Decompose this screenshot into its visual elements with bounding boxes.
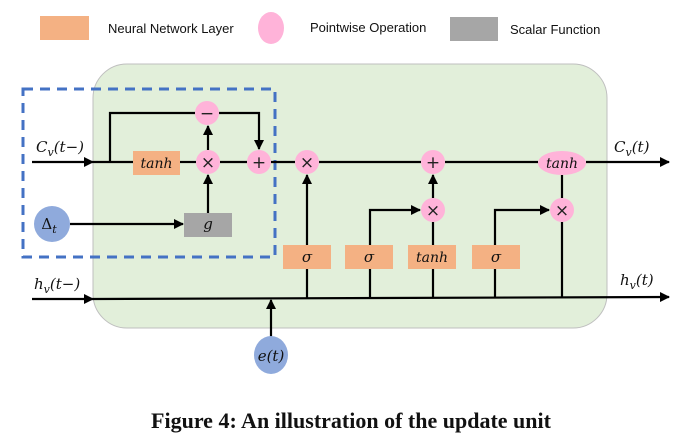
candidate-layer [408, 245, 456, 269]
legend: Neural Network Layer Pointwise Operation… [40, 12, 600, 44]
forget-times-op [295, 150, 319, 174]
input-times-op [421, 198, 445, 222]
cell-background [92, 63, 608, 329]
legend-label-nn-layer: Neural Network Layer [108, 21, 234, 36]
plus-icon: + [252, 153, 266, 173]
legend-swatch-pointwise [258, 12, 284, 44]
output-tanh-op [538, 151, 586, 175]
output-times-op [550, 198, 574, 222]
cell-input-label: Cv(t−) [36, 138, 84, 159]
decay-tanh-layer [133, 151, 180, 175]
cell-state-wires [32, 111, 670, 167]
times-icon: × [300, 153, 314, 173]
delta-t-node [34, 206, 70, 242]
output-gate-label: σ [491, 248, 502, 266]
legend-label-pointwise: Pointwise Operation [310, 20, 426, 35]
cell-output-label: Cv(t) [614, 138, 650, 159]
figure-caption: Figure 4: An illustration of the update … [151, 408, 552, 433]
input-gate [345, 245, 393, 269]
minus-icon: − [200, 104, 214, 124]
candidate-layer-label: tanh [416, 250, 448, 266]
hidden-input-label: hv(t−) [34, 275, 80, 296]
times-icon: × [426, 201, 440, 221]
input-gate-label: σ [364, 248, 375, 266]
update-plus-op [421, 150, 445, 174]
plus-icon: + [426, 153, 440, 173]
decay-times-op [196, 150, 220, 174]
output-gate [472, 245, 520, 269]
scalar-function-label: g [203, 215, 213, 233]
output-tanh-label: tanh [546, 156, 578, 172]
decay-tanh-label: tanh [140, 156, 172, 172]
forget-gate [283, 245, 331, 269]
delta-t-label: Δt [41, 215, 57, 236]
scalar-function-g [184, 213, 232, 237]
legend-label-scalar-fn: Scalar Function [510, 22, 600, 37]
forget-gate-label: σ [302, 248, 313, 266]
decay-minus-op [195, 101, 219, 125]
times-icon: × [555, 201, 569, 221]
times-icon: × [201, 153, 215, 173]
decay-module-box [21, 87, 277, 259]
hidden-output-label: hv(t) [620, 271, 654, 292]
decay-plus-op [247, 150, 271, 174]
legend-swatch-scalar-fn [450, 17, 498, 41]
event-input-node [254, 336, 288, 374]
legend-swatch-nn-layer [40, 16, 89, 40]
hidden-state-wires [32, 174, 670, 337]
event-input-label: e(t) [258, 347, 285, 365]
